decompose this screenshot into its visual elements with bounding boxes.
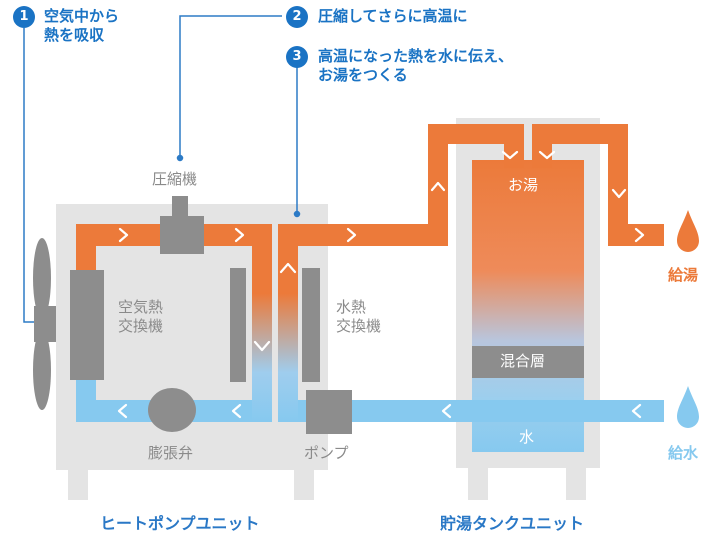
air-heat-exchanger-line-2: 交換機 (118, 316, 164, 335)
air-heat-exchanger-label: 空気熱 交換機 (118, 298, 163, 336)
heat-pump-unit-title: ヒートポンプユニット (100, 514, 260, 533)
step-1-line-2: 熱を吸収 (44, 25, 105, 44)
fan (33, 238, 56, 410)
step-3-line-1: 高温になった熱を水に伝え、 (318, 47, 514, 65)
hot-water-out-pipe (608, 224, 664, 246)
water-up-leg (278, 224, 298, 422)
step-2-text: 圧縮してさらに高温に (318, 7, 468, 25)
water-drop-icon (677, 386, 699, 428)
supply-water-pipe (278, 400, 664, 422)
step-1-line-1: 空気中から (44, 7, 120, 25)
storage-tank-unit-title: 貯湯タンクユニット (440, 514, 585, 533)
leader-lines (23, 15, 301, 323)
compressor (160, 216, 204, 254)
water-heat-exchanger-right (302, 268, 320, 382)
step-1-badge: 1 (13, 6, 35, 28)
pump-label: ポンプ (304, 444, 349, 462)
hot-water-drop-icon (677, 210, 699, 252)
step-3-line-2: お湯をつくる (318, 65, 408, 84)
water-heat-exchanger-line-2: 交換機 (336, 316, 382, 335)
water-label: 水 (519, 428, 535, 446)
hot-water-label: お湯 (508, 176, 539, 194)
expansion-valve (148, 388, 196, 432)
expansion-valve-label: 膨張弁 (148, 444, 194, 462)
flow-arrows (117, 150, 645, 419)
water-circuit (278, 124, 664, 422)
water-heat-exchanger-line-1: 水熱 (336, 298, 367, 316)
step-1-text: 空気中から 熱を吸収 (44, 7, 119, 45)
components (70, 196, 584, 434)
hot-water-supply-label: 給湯 (668, 266, 699, 284)
step-2-badge: 2 (286, 6, 308, 28)
water-heat-exchanger-label: 水熱 交換機 (336, 298, 381, 336)
step-3-badge: 3 (286, 46, 308, 68)
refrigerant-down-leg (252, 224, 272, 422)
water-supply-label: 給水 (668, 444, 699, 462)
water-heat-exchanger-left (230, 268, 246, 382)
mixed-layer-label: 混合層 (500, 352, 546, 370)
pump (306, 390, 352, 434)
compressor-label: 圧縮機 (152, 170, 198, 188)
air-heat-exchanger-line-1: 空気熱 (118, 298, 164, 316)
air-heat-exchanger (70, 270, 104, 380)
mixed-layer (472, 346, 584, 378)
step-3-text: 高温になった熱を水に伝え、 お湯をつくる (318, 47, 513, 85)
